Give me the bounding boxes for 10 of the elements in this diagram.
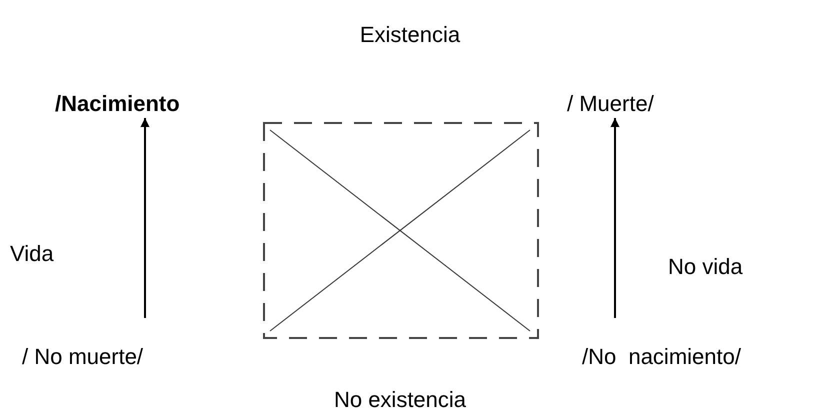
axis-label: Existencia xyxy=(360,22,460,48)
arrow xyxy=(140,118,150,318)
axis-label: No existencia xyxy=(334,387,466,413)
term-label: / Muerte/ xyxy=(567,91,654,117)
relation-label: No vida xyxy=(668,254,743,280)
term-label: / No muerte/ xyxy=(22,344,144,370)
arrow xyxy=(610,118,620,318)
term-label: /No nacimiento/ xyxy=(582,344,741,370)
relation-label: Vida xyxy=(10,241,54,267)
term-label: /Nacimiento xyxy=(55,91,180,117)
